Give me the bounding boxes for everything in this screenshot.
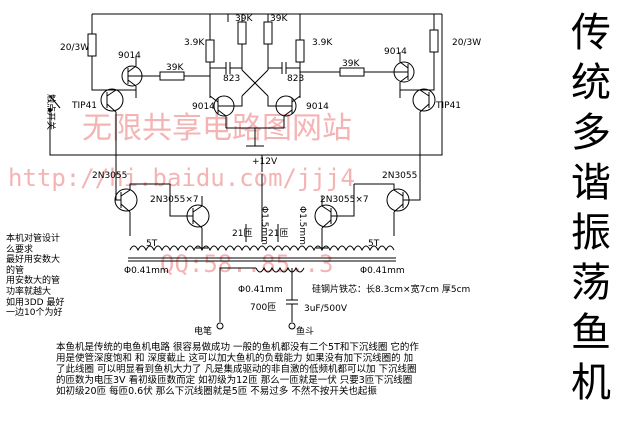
description-line: 了此线圈 可以明显看到鱼机大力了 凡是集成驱动的非自激的低频机都可以加 下沉线圈 (56, 364, 417, 375)
transistor-tip41-right (400, 80, 436, 170)
transistor-2n3055x7-right-label: 2N3055×7 (320, 195, 369, 205)
title-char: 谐 (571, 160, 611, 206)
wire-spec-041-center: Φ0.41mm (238, 285, 283, 295)
title-char: 鱼 (571, 310, 611, 356)
cross-coupling-wires (241, 69, 269, 97)
output-capacitor (286, 299, 298, 322)
transformer-secondary-coil (219, 266, 305, 322)
transistor-9014-upper-right (393, 52, 415, 98)
resistor-39k-top-left (237, 21, 247, 45)
transistor-2n3055-right (354, 170, 421, 236)
transistor-2n3055-left-label: 2N3055 (92, 171, 127, 181)
wire-spec-041-left: Φ0.41mm (124, 266, 169, 276)
top-rail-wire (92, 13, 442, 40)
resistor-39k-top-left-label: 39K (235, 14, 253, 24)
page-title: 传 统 多 谐 振 荡 鱼 机 (566, 8, 616, 408)
wire-spec-15-left: Φ1.5mm (259, 206, 269, 245)
resistor-3k9-left (205, 39, 215, 63)
transistor-tip41-left-label: TIP41 (71, 101, 97, 111)
load-resistor-left (87, 33, 97, 57)
note-line: 功率就越大 (6, 286, 52, 297)
load-resistor-left-label: 20/3W (60, 43, 89, 53)
note-line: 用安数大的管 (6, 276, 61, 287)
supply-label: +12V (252, 157, 278, 167)
capacitor-823-left-label: 823 (223, 74, 240, 84)
output-electrode-label: 电笔 (194, 325, 212, 337)
note-line: 本机对管设计 (6, 234, 61, 244)
note-line: 最好用安数大 (6, 255, 61, 266)
resistor-39k-top-right (263, 21, 273, 45)
capacitor-823-right (268, 62, 300, 74)
note-line: 么要求 (6, 244, 34, 255)
watermark-site-name: 无限共享电路图网站 (82, 111, 352, 146)
contact-switch-label: 触点开关 (45, 94, 57, 130)
transistor-tip41-right-label: TIP41 (435, 101, 461, 111)
transistor-2n3055-right-label: 2N3055 (382, 171, 417, 181)
output-terminal-fish (288, 322, 296, 330)
capacitor-823-left (210, 62, 242, 74)
description-line: 用是使管深度饱和 和 深度截止 这可以加大鱼机的负载能力 如果没有加下沉线圈的 … (56, 353, 414, 364)
resistor-39k-mid-left (159, 71, 185, 81)
note-line: 如用3DD 最好 (6, 297, 65, 308)
emitter-common-ground (226, 127, 284, 147)
wire-spec-041-right: Φ0.41mm (360, 266, 405, 276)
title-char: 机 (571, 360, 611, 406)
contact-switch (48, 14, 443, 156)
watermark-url: http://hi.baidu.com/jjj4 (8, 164, 355, 192)
note-line: 的管 (6, 265, 25, 276)
circuit-description: 本鱼机是传统的电鱼机电路 很容易做成功 一般的鱼机都没有二个5T和下沉线圈 它的… (56, 342, 556, 397)
watermark-qq: QQ:58..85..3 (160, 250, 333, 278)
transistor-9014-upper-left-label: 9014 (118, 51, 141, 61)
transformer-primary-coils (128, 174, 396, 262)
title-char: 荡 (571, 260, 611, 306)
turns-21-left: 21匝 (232, 228, 252, 239)
transistor-2n3055x7-left-label: 2N3055×7 (150, 195, 199, 205)
resistor-3k9-left-label: 3.9K (184, 38, 205, 48)
load-resistor-right (429, 29, 439, 53)
output-capacitor-label: 3uF/500V (304, 304, 348, 314)
title-char: 传 (571, 10, 611, 56)
transistor-9014-upper-right-label: 9014 (384, 47, 407, 57)
output-fish-label: 鱼斗 (296, 325, 314, 337)
title-char: 统 (571, 60, 611, 106)
output-terminal-electrode (216, 322, 224, 330)
transistor-9014-lower-right (267, 95, 301, 128)
transistor-2n3055-left (114, 170, 170, 236)
resistor-3k9-right-label: 3.9K (312, 38, 333, 48)
turns-5-left: 5T (146, 239, 158, 249)
resistor-39k-mid-right-label: 39K (342, 59, 360, 69)
transistor-note: 本机对管设计 么要求 最好用安数大 的管 用安数大的管 功率就越大 如用3DD … (6, 234, 106, 319)
wire-spec-15-right: Φ1.5mm (297, 206, 307, 245)
description-line: 的匝数为电压3V 看初级匝数而定 如初级为12匝 那么一匝就是一伏 只要3匝下沉… (56, 375, 413, 386)
transistor-9014-lower-left (209, 95, 243, 128)
title-char: 多 (571, 110, 611, 156)
transistor-tip41-left (91, 80, 136, 170)
turns-700: 700匝 (250, 302, 276, 313)
resistor-39k-mid-left-label: 39K (166, 63, 184, 73)
turns-5-right: 5T (368, 239, 380, 249)
note-line: 一边10个为好 (6, 308, 63, 319)
description-line: 如初级20匝 每匝0.6伏 那么下沉线圈就是5匝 不易过多 不然不按开关也起振 (56, 386, 377, 397)
title-char: 振 (571, 210, 611, 256)
transistor-2n3055x7-right (314, 184, 355, 249)
description-line: 本鱼机是传统的电鱼机电路 很容易做成功 一般的鱼机都没有二个5T和下沉线圈 它的… (56, 342, 419, 353)
transistor-9014-lower-left-label: 9014 (192, 102, 215, 112)
transistor-2n3055x7-left (169, 184, 210, 249)
resistor-39k-mid-right (339, 67, 365, 77)
resistor-3k9-right (295, 39, 305, 63)
capacitor-823-right-label: 823 (287, 74, 304, 84)
load-resistor-right-label: 20/3W (452, 38, 481, 48)
transistor-9014-lower-right-label: 9014 (306, 102, 329, 112)
resistor-39k-top-right-label: 39K (270, 14, 288, 24)
transistor-9014-upper-left (121, 56, 143, 98)
core-spec: 硅钢片铁芯：长8.3cm×宽7cm 厚5cm (312, 283, 470, 295)
